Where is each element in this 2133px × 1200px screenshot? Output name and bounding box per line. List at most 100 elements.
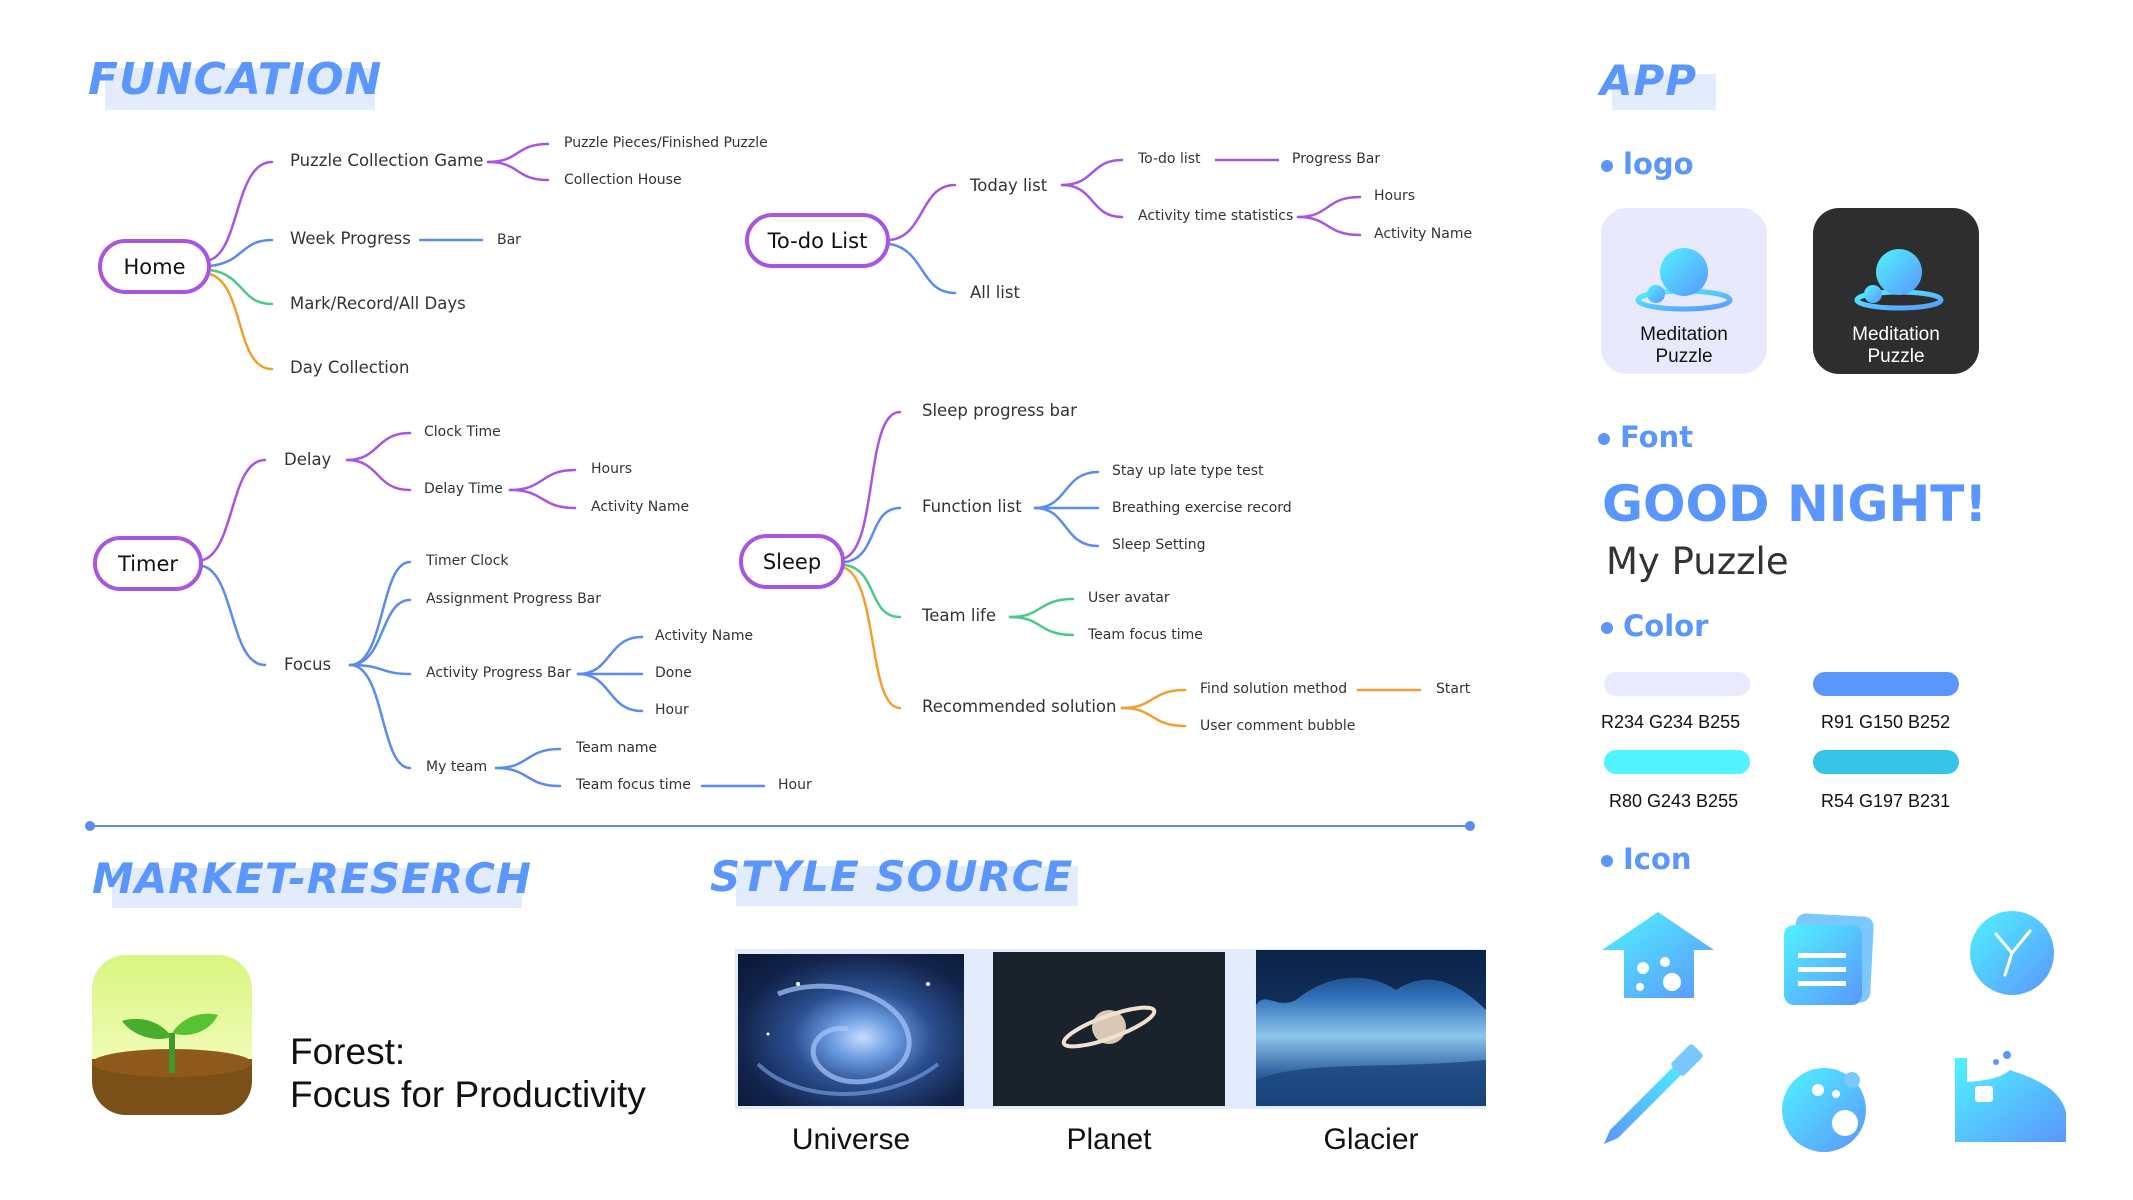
caption-glacier: Glacier: [1323, 1123, 1419, 1156]
branch-stats-hours: [1296, 195, 1362, 219]
branch-stats-name: [1296, 215, 1362, 237]
caption-universe: Universe: [791, 1123, 911, 1156]
branch-function-setting: [1033, 506, 1100, 548]
label-delay: Delay: [284, 450, 332, 469]
icon-heading: Icon: [1623, 842, 1692, 876]
color-swatch-3: [1604, 750, 1750, 774]
forest-app-icon[interactable]: [92, 955, 252, 1115]
branch-delay-clock: [345, 431, 412, 462]
label-today-list: Today list: [970, 176, 1048, 195]
label-stay-up: Stay up late type test: [1112, 463, 1264, 479]
branch-today-todo: [1060, 158, 1124, 187]
branch-today-stats: [1060, 183, 1124, 219]
logo-text-light: Meditation Puzzle: [1601, 324, 1767, 368]
function-title: FUNCATION: [88, 54, 383, 105]
label-find-solution: Find solution method: [1200, 681, 1348, 697]
label-bar: Bar: [497, 232, 521, 248]
font-heading: Font: [1620, 420, 1694, 454]
branch-team-focus: [494, 766, 562, 788]
label-team-hour: Hour: [778, 777, 812, 793]
logo-text-dark: Meditation Puzzle: [1813, 324, 1979, 368]
branch-focus-clock: [348, 560, 412, 667]
label-activity-bar: Activity Progress Bar: [426, 665, 571, 681]
logo-card-dark[interactable]: Meditation Puzzle: [1813, 208, 1979, 374]
branch-focus-activity: [348, 663, 412, 676]
universe-image[interactable]: [738, 954, 964, 1106]
branch-puzzle-pieces: [486, 142, 550, 164]
branch-activity-name: [576, 635, 644, 676]
label-mark-record: Mark/Record/All Days: [290, 294, 466, 313]
sprout-icon: [122, 1013, 218, 1073]
caption-planet: Planet: [1066, 1123, 1152, 1156]
label-my-team: My team: [426, 759, 488, 775]
label-collection-house: Collection House: [564, 172, 682, 188]
branch-function-stay: [1033, 470, 1100, 510]
glacier-image[interactable]: [1256, 950, 1486, 1106]
branch-timer-delay: [201, 458, 267, 562]
label-recommended: Recommended solution: [922, 697, 1117, 716]
branch-delaytime-hours: [508, 468, 577, 492]
label-sleep-team-focus: Team focus time: [1088, 627, 1203, 643]
saturn-planet: [1061, 1005, 1157, 1049]
branch-team-focus-time: [1008, 615, 1075, 637]
label-sleep-bar: Sleep progress bar: [922, 401, 1077, 420]
label-start: Start: [1436, 681, 1471, 697]
label-function-list: Function list: [922, 497, 1022, 516]
label-timer-clock: Timer Clock: [426, 553, 509, 569]
color-heading: Color: [1623, 609, 1709, 643]
meditation-logo-icon: [1635, 248, 1733, 312]
forest-name-line2: Focus for Productivity: [290, 1074, 646, 1115]
branch-sleep-function: [843, 506, 902, 564]
node-home[interactable]: Home: [98, 239, 211, 294]
branch-focus-assign: [348, 598, 412, 667]
branch-rec-comment: [1120, 706, 1187, 728]
forest-app-name: Forest: Focus for Productivity: [290, 1030, 646, 1116]
label-delay-time: Delay Time: [424, 481, 503, 497]
color-label-4: R54 G197 B231: [1821, 791, 1951, 811]
function-title-bg: [105, 68, 375, 110]
color-label-1: R234 G234 B255: [1601, 712, 1741, 732]
label-act-name: Activity Name: [655, 628, 754, 644]
branch-puzzle-house: [486, 160, 550, 182]
logo-text-dark-line1: Meditation: [1852, 324, 1940, 345]
label-sleep-setting: Sleep Setting: [1112, 537, 1206, 553]
logo-card-light[interactable]: Meditation Puzzle: [1601, 208, 1767, 374]
branch-home-week: [208, 238, 274, 268]
forest-name-line1: Forest:: [290, 1031, 406, 1072]
node-sleep[interactable]: Sleep: [739, 534, 845, 589]
style-title-bg: [736, 866, 1078, 906]
planet-image[interactable]: [993, 952, 1225, 1106]
logo-text-line2: Puzzle: [1655, 346, 1713, 367]
icon-bullet: [1601, 855, 1613, 867]
branch-home-puzzle: [208, 160, 274, 262]
color-swatch-4: [1813, 750, 1959, 774]
label-team-life: Team life: [922, 606, 996, 625]
branch-home-day: [208, 272, 274, 371]
logo-bullet: [1601, 160, 1613, 172]
color-swatch-2: [1813, 672, 1959, 696]
font-bullet: [1598, 433, 1610, 445]
label-team-focus-time: Team focus time: [576, 777, 691, 793]
branch-delaytime-name: [508, 488, 577, 510]
branch-rec-find: [1120, 688, 1187, 710]
branch-sleep-recommended: [843, 566, 902, 710]
label-clock-time: Clock Time: [424, 424, 501, 440]
branch-team-name: [494, 747, 562, 770]
label-todo-list: To-do list: [1138, 151, 1201, 167]
style-title: STYLE SOURCE: [710, 852, 1074, 901]
market-title-bg: [112, 868, 522, 908]
label-all-list: All list: [970, 283, 1020, 302]
node-todo-list[interactable]: To-do List: [745, 213, 890, 268]
label-progress-bar: Progress Bar: [1292, 151, 1381, 167]
color-swatch-1: [1604, 672, 1750, 696]
label-week-progress: Week Progress: [290, 229, 411, 248]
label-hour: Hour: [655, 702, 689, 718]
divider-dot-right: [1465, 821, 1475, 831]
label-assignment-bar: Assignment Progress Bar: [426, 591, 602, 607]
branch-sleep-team: [843, 563, 902, 619]
branch-timer-focus: [201, 564, 267, 667]
node-timer[interactable]: Timer: [93, 536, 203, 591]
label-todo-activity-name: Activity Name: [1374, 226, 1473, 242]
label-timer-activity-name: Activity Name: [591, 499, 690, 515]
